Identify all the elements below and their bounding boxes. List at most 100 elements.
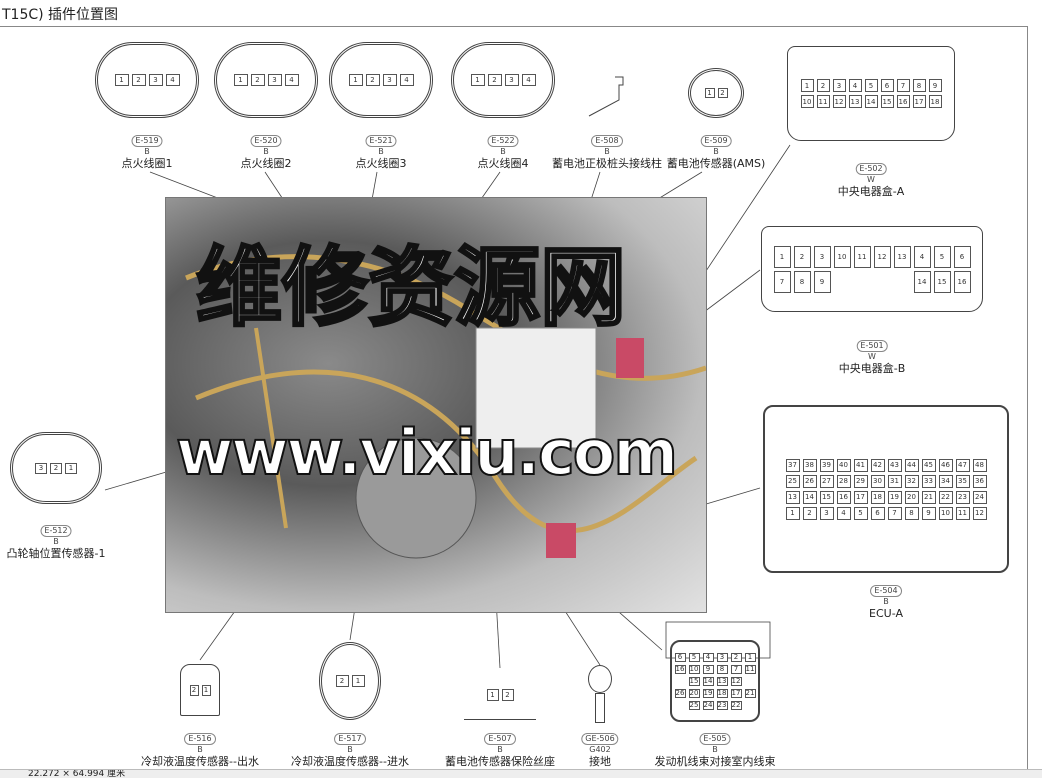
pin: 19 (887, 490, 902, 504)
pin: 1 (744, 652, 756, 662)
pin: 3 (504, 74, 519, 86)
pin: 2 (717, 88, 728, 98)
connector-color: B (500, 147, 506, 156)
pin: 1 (800, 79, 814, 92)
pin: 25 (688, 700, 700, 710)
frame-top-border (0, 26, 1028, 27)
pin: 21 (921, 490, 936, 504)
engine-bay-photo: 维修资源网 www.vixiu.com (165, 197, 707, 613)
pin: 1 (704, 88, 715, 98)
pin: 17 (730, 688, 742, 698)
e517-connector-drawing (319, 642, 381, 720)
pin: 3 (832, 79, 846, 92)
pin: 44 (904, 458, 919, 472)
pin: 3 (148, 74, 163, 86)
pin: 15 (688, 676, 700, 686)
e502-connector-drawing (787, 46, 955, 141)
pin: 32 (904, 474, 919, 488)
e508-connector-drawing (587, 72, 627, 117)
connector-code: E-507 (484, 733, 516, 745)
pin: 4 (521, 74, 536, 86)
pin: 18 (870, 490, 885, 504)
pin: 11 (816, 95, 830, 108)
pin (834, 271, 851, 293)
pin: 7 (730, 664, 742, 674)
connector-name: 点火线圈2 (240, 157, 292, 170)
pin: 27 (819, 474, 834, 488)
connector-code: E-516 (184, 733, 216, 745)
pin: 16 (896, 95, 910, 108)
pin: 3 (35, 462, 47, 474)
pin: 2 (730, 652, 742, 662)
connector-name: 发动机线束对接室内线束 (654, 755, 776, 768)
connector-code: E-519 (131, 135, 163, 147)
pin: 22 (938, 490, 953, 504)
pin: 23 (716, 700, 728, 710)
pin: 1 (114, 74, 129, 86)
pin: 1 (65, 462, 77, 474)
pin: 8 (793, 270, 811, 293)
pin: 24 (702, 700, 714, 710)
pin: 46 (938, 458, 953, 472)
e519-connector-drawing (95, 42, 199, 118)
e512-connector-drawing (10, 432, 102, 504)
pin: 10 (938, 506, 953, 520)
frame-right-border (1027, 26, 1028, 769)
pin: 3 (267, 74, 282, 86)
pin: 3 (813, 245, 831, 268)
connector-color: B (712, 745, 718, 754)
pin: 1 (470, 74, 485, 86)
pin: 41 (853, 458, 868, 472)
pin: 7 (896, 79, 910, 92)
pin: 9 (928, 79, 942, 92)
pin: 47 (955, 458, 970, 472)
pin: 7 (887, 506, 902, 520)
pin: 8 (904, 506, 919, 520)
connector-name: 中央电器盒-B (838, 362, 906, 375)
connector-color: B (378, 147, 384, 156)
pin: 10 (800, 95, 814, 108)
connector-name: 点火线圈1 (121, 157, 173, 170)
watermark-cn: 维修资源网 (195, 237, 628, 340)
pin: 26 (802, 474, 817, 488)
connector-code: E-517 (334, 733, 366, 745)
e505-connector-drawing (670, 640, 760, 722)
connector-name: 中央电器盒-A (837, 185, 905, 198)
pin: 35 (955, 474, 970, 488)
pin: 42 (870, 458, 885, 472)
ge506-connector-drawing (587, 665, 613, 723)
pin: 11 (744, 664, 756, 674)
connector-code: E-501 (856, 340, 888, 352)
connector-color: B (713, 147, 719, 156)
pin: 14 (802, 490, 817, 504)
connector-color: B (197, 745, 203, 754)
connector-code: E-521 (365, 135, 397, 147)
pin: 8 (716, 664, 728, 674)
connector-color: B (53, 537, 59, 546)
connector-name: 蓄电池传感器(AMS) (666, 157, 766, 170)
connector-code: GE-506 (581, 733, 619, 745)
e516-connector-drawing (180, 664, 220, 716)
pin: 2 (793, 245, 811, 268)
pin: 6 (674, 652, 686, 662)
pin: 15 (819, 490, 834, 504)
e501-connector-drawing (761, 226, 983, 312)
pin: 48 (972, 458, 987, 472)
pin: 1 (348, 74, 363, 86)
pin: 4 (836, 506, 851, 520)
pin: 13 (848, 95, 862, 108)
pin (854, 271, 871, 293)
pin: 4 (913, 245, 931, 268)
pin: 10 (833, 245, 851, 268)
pin: 43 (887, 458, 902, 472)
pin: 6 (880, 79, 894, 92)
